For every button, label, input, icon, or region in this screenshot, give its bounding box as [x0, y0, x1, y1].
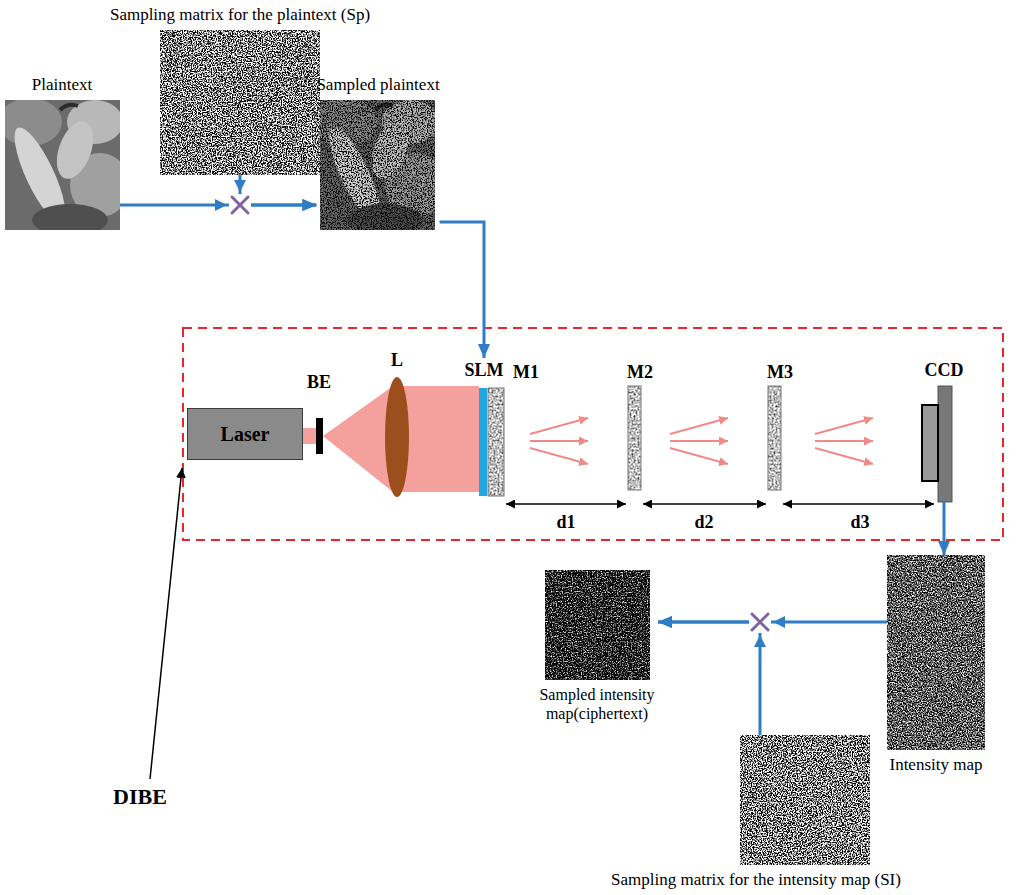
lens [385, 377, 409, 497]
dibe-region [183, 328, 1003, 540]
sampled-plaintext-panel: Sampled plaintext [316, 75, 439, 230]
panel-caption: Intensity map [889, 755, 982, 775]
component-label: M1 [513, 362, 539, 384]
panel-caption: Plaintext [32, 75, 92, 95]
light-propagation-arrows [530, 418, 873, 464]
sampling-matrix-image [740, 735, 870, 865]
multiply-symbol [232, 197, 248, 213]
distance-label: d2 [694, 512, 713, 534]
intensity-map-image [887, 555, 985, 750]
component-label: L [391, 350, 403, 372]
phase-mask [768, 386, 781, 490]
expanding-beam [323, 386, 393, 492]
distance-label: d3 [850, 512, 869, 534]
ciphertext-panel: Sampled intensity map(ciphertext) [536, 570, 658, 723]
phase-mask [628, 386, 641, 490]
component-label: CCD [925, 360, 964, 382]
phase-mask-border [628, 386, 641, 490]
distance-arrows [506, 503, 934, 505]
collimated-beam [397, 386, 479, 492]
component-label: Laser [195, 422, 295, 446]
component-label: BE [307, 372, 331, 394]
arrowhead [215, 199, 227, 211]
flow-arrow [440, 222, 484, 358]
sampling-matrix-image [160, 30, 320, 175]
intensity-map-panel: Intensity map [887, 555, 985, 775]
beam-expander [316, 418, 323, 454]
panel-caption: Sampled intensity map(ciphertext) [536, 685, 658, 723]
ccd-body [938, 386, 952, 502]
flow-arrow [943, 502, 946, 555]
plaintext-panel: Plaintext [5, 75, 120, 230]
laser-box: Laser [187, 408, 303, 460]
phase-mask [488, 388, 504, 496]
component-label: M2 [627, 362, 653, 384]
slm-panel [479, 388, 487, 496]
sampling-matrix-panel: Sampling matrix for the intensity map (S… [611, 735, 901, 890]
arrowhead [773, 616, 785, 628]
flow-arrow [658, 622, 760, 735]
panel-caption: Sampling matrix for the plaintext (Sp) [110, 5, 370, 25]
ccd-camera: CCD [921, 358, 968, 502]
leader-arrow [150, 468, 182, 779]
system-label: DIBE [113, 784, 167, 810]
arrowhead [754, 635, 766, 647]
distance-label: d1 [556, 512, 575, 534]
sampled-plaintext-image [313, 98, 445, 236]
arrowhead [234, 180, 246, 192]
ciphertext-image [545, 570, 650, 680]
phase-mask-border [488, 388, 504, 496]
ccd-sensor [922, 405, 938, 481]
component-label: SLM [464, 360, 503, 382]
flow-arrow [240, 175, 316, 205]
symbol-ground [229, 194, 251, 216]
multiply-symbol [752, 614, 768, 630]
component-label: M3 [767, 362, 793, 384]
symbol-ground [749, 611, 771, 633]
phase-mask-border [768, 386, 781, 490]
panel-caption: Sampling matrix for the intensity map (S… [611, 870, 901, 890]
plaintext-image [0, 98, 130, 236]
slm-device: SLM [460, 358, 507, 500]
panel-caption: Sampled plaintext [316, 75, 439, 95]
